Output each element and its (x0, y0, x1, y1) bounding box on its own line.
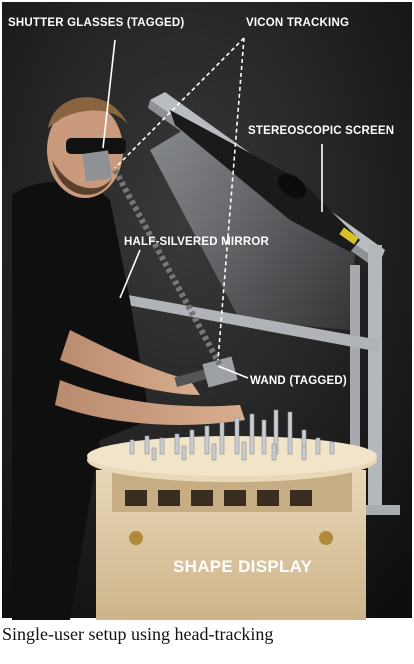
setup-photo: SHUTTER GLASSES (TAGGED) VICON TRACKING … (0, 0, 414, 620)
figure-caption: Single-user setup using head-tracking (2, 624, 274, 644)
label-half-silvered-mirror: HALF-SILVERED MIRROR (124, 236, 269, 248)
tracking-beam (112, 168, 223, 367)
label-wand: WAND (TAGGED) (250, 375, 347, 387)
reflection-area (150, 120, 355, 330)
shutter-glasses (66, 138, 126, 154)
label-vicon-tracking: VICON TRACKING (246, 17, 349, 29)
shape-display (87, 409, 377, 620)
label-shutter-glasses: SHUTTER GLASSES (TAGGED) (8, 17, 184, 29)
stereoscopic-screen (170, 110, 360, 252)
pointer-lines (102, 37, 323, 379)
label-shape-display: SHAPE DISPLAY (173, 557, 313, 576)
wand (174, 356, 238, 388)
label-stereoscopic-screen: STEREOSCOPIC SCREEN (248, 125, 394, 137)
